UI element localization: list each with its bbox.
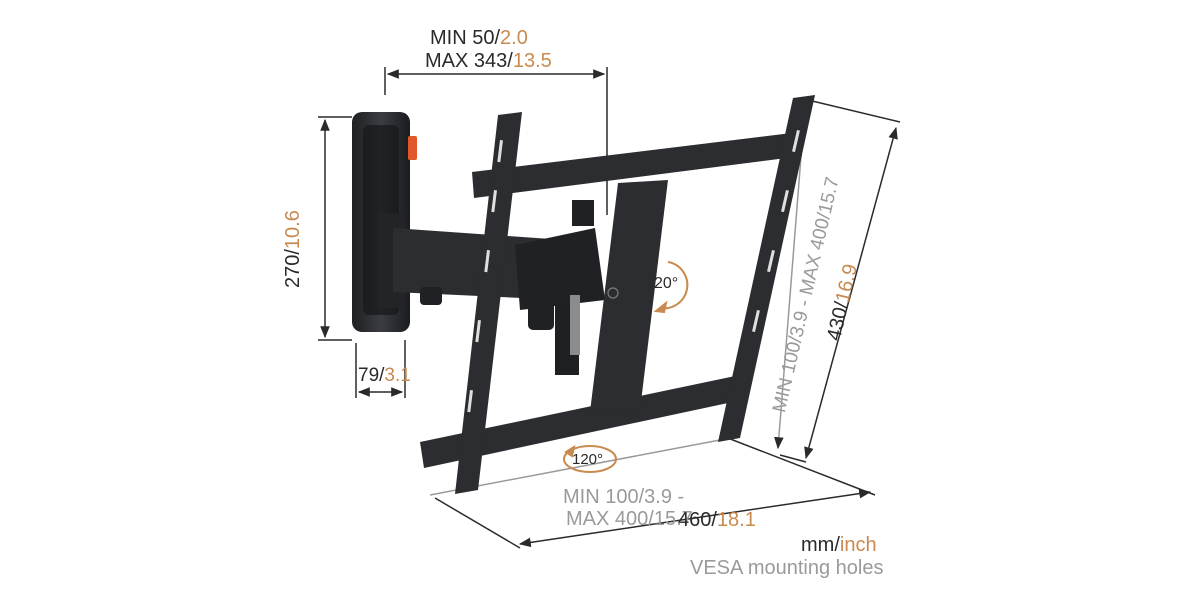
extension-min-label: MIN 50/2.0	[430, 27, 528, 49]
rail-slots	[467, 130, 800, 413]
tv-bracket	[420, 95, 815, 494]
brand-logo-icon	[607, 287, 619, 299]
rotation-arrow-icon	[653, 261, 689, 314]
plate-depth-label: 79/3.1	[358, 365, 411, 386]
width-label: 460/18.1	[678, 509, 756, 531]
swivel-angle-label: 120°	[572, 451, 604, 468]
plate-height-label: 270/10.6	[282, 210, 304, 288]
dimension-lines	[318, 67, 901, 549]
swing-arms	[378, 200, 605, 375]
extension-max-label: MAX 343/13.5	[425, 50, 552, 72]
lock-tab	[408, 136, 417, 160]
tilt-angle-label: 20°	[654, 275, 679, 292]
legend-vesa: VESA mounting holes	[690, 557, 884, 579]
swivel-arrow-icon	[563, 444, 617, 473]
vesa-horizontal-line2: MAX 400/15.7	[566, 508, 693, 530]
vesa-horizontal-line1: MIN 100/3.9 -	[563, 486, 685, 508]
legend-units: mm/inch	[801, 534, 877, 556]
